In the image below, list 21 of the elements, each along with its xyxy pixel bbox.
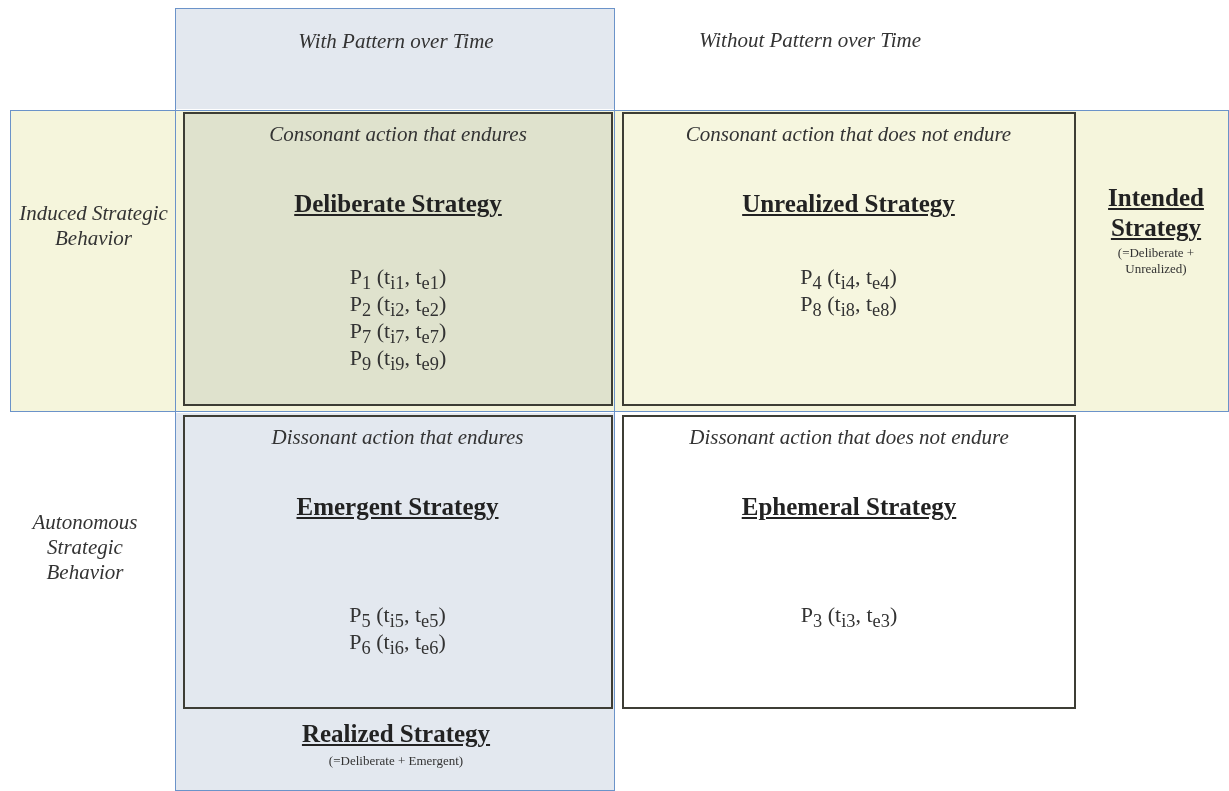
strategy-title: Deliberate Strategy: [293, 189, 503, 219]
quadrant-box: [621, 111, 1076, 406]
action-caption: Consonant action that does not endure: [684, 121, 1013, 147]
quadrant-box: [622, 415, 1076, 709]
quadrant-box: [182, 414, 613, 709]
formula-text: (=Deliberate + Unrealized): [1116, 245, 1196, 277]
row-heading: Induced Strategic Behavior: [18, 201, 169, 252]
action-caption: Dissonant action that does not endure: [688, 425, 1010, 451]
strategy-title: Realized Strategy: [300, 719, 492, 749]
quadrant-box: [183, 112, 613, 406]
action-caption: Consonant action that endures: [268, 122, 528, 148]
strategy-title: Unrealized Strategy: [741, 188, 956, 219]
column-heading: With Pattern over Time: [297, 29, 495, 55]
action-caption: Dissonant action that endures: [270, 424, 525, 450]
formula-text: (=Deliberate + Emergent): [327, 753, 465, 769]
strategy-title: Emergent Strategy: [295, 491, 500, 522]
period-text: P$_{3}$ (t$_{i3}$, t$_{e3}$): [799, 602, 899, 634]
strategy-title: Ephemeral Strategy: [740, 492, 958, 522]
strategy-title: Intended Strategy: [1107, 183, 1205, 243]
column-heading: Without Pattern over Time: [697, 28, 923, 54]
row-heading: Autonomous Strategic Behavior: [30, 510, 139, 586]
